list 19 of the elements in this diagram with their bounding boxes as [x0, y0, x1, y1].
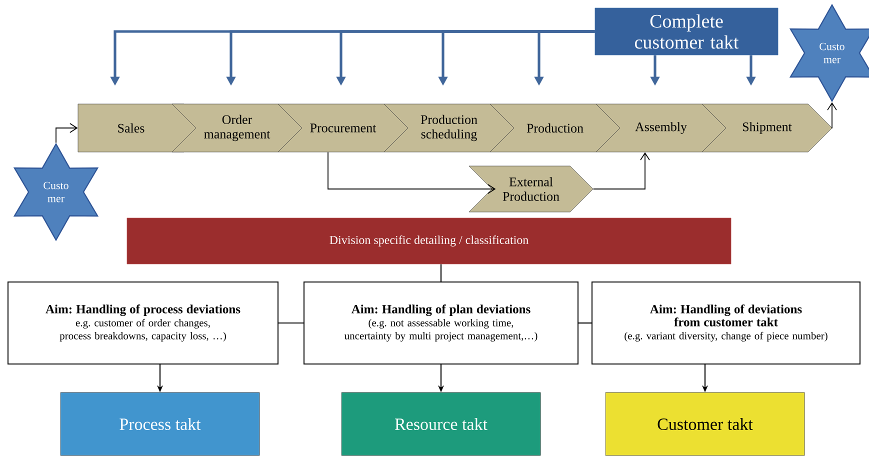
takt-box: Resource takt: [341, 392, 541, 456]
arrow: [328, 152, 496, 194]
process-step: Order management: [172, 104, 302, 152]
classification-bar: Division specific detailing / classification: [126, 218, 732, 264]
takt-box: Process takt: [60, 392, 260, 456]
aim-box: Aim: Handling of deviations from customer takt (e.g. variant diversity, change of piece number): [592, 282, 860, 364]
process-step: Shipment: [702, 104, 832, 152]
takt-box: Complete customer takt: [594, 8, 778, 56]
arrow: [56, 123, 78, 144]
takt-box: Customer takt: [605, 392, 805, 456]
aim-box: Aim: Handling of process deviations e.g. customer of order changes, process breakdowns, capacity loss, …): [8, 282, 278, 364]
process-step: Assembly: [596, 104, 726, 152]
arrow: [592, 152, 650, 190]
aim-box: Aim: Handling of plan deviations (e.g. not assessable working time, uncertainty by multi project management,…): [304, 282, 578, 364]
process-step: Production: [490, 104, 620, 152]
process-step: Procurement: [278, 104, 408, 152]
process-step: External Production: [468, 166, 594, 212]
arrow: [827, 102, 837, 128]
process-step: Production scheduling: [384, 104, 514, 152]
